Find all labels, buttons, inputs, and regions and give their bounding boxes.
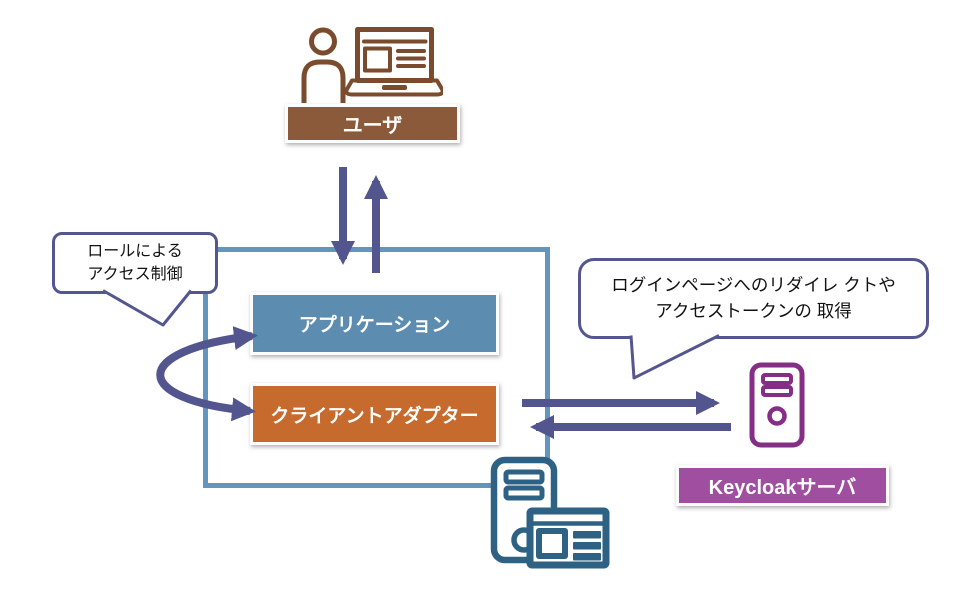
client-adapter-label: クライアントアダプター: [270, 405, 479, 427]
application-boundary-box: [203, 247, 550, 488]
keycloak-server-icon: [748, 361, 806, 449]
role-access-callout: ロールによる アクセス制御: [52, 232, 218, 294]
application-box: アプリケーション: [250, 292, 499, 355]
login-redirect-callout-line1: ログインページへのリダイレ クトや: [611, 275, 896, 296]
role-access-callout-line2: アクセス制御: [87, 266, 183, 283]
role-access-callout-tail: [102, 289, 193, 327]
login-redirect-callout-line2: アクセストークンの 取得: [655, 300, 852, 321]
login-redirect-callout: ログインページへのリダイレ クトや アクセストークンの 取得: [578, 258, 929, 339]
application-label: アプリケーション: [298, 315, 451, 336]
user-label-box: ユーザ: [285, 104, 460, 143]
keycloak-server-label: Keycloakサーバ: [708, 477, 857, 499]
browser-window-icon: [526, 507, 610, 569]
user-label: ユーザ: [342, 115, 403, 137]
client-adapter-box: クライアントアダプター: [250, 383, 499, 445]
role-access-callout-line1: ロールによる: [87, 242, 183, 260]
login-redirect-callout-tail: [629, 334, 720, 380]
keycloak-label-box: Keycloakサーバ: [676, 465, 889, 506]
user-laptop-icon: [297, 27, 443, 103]
